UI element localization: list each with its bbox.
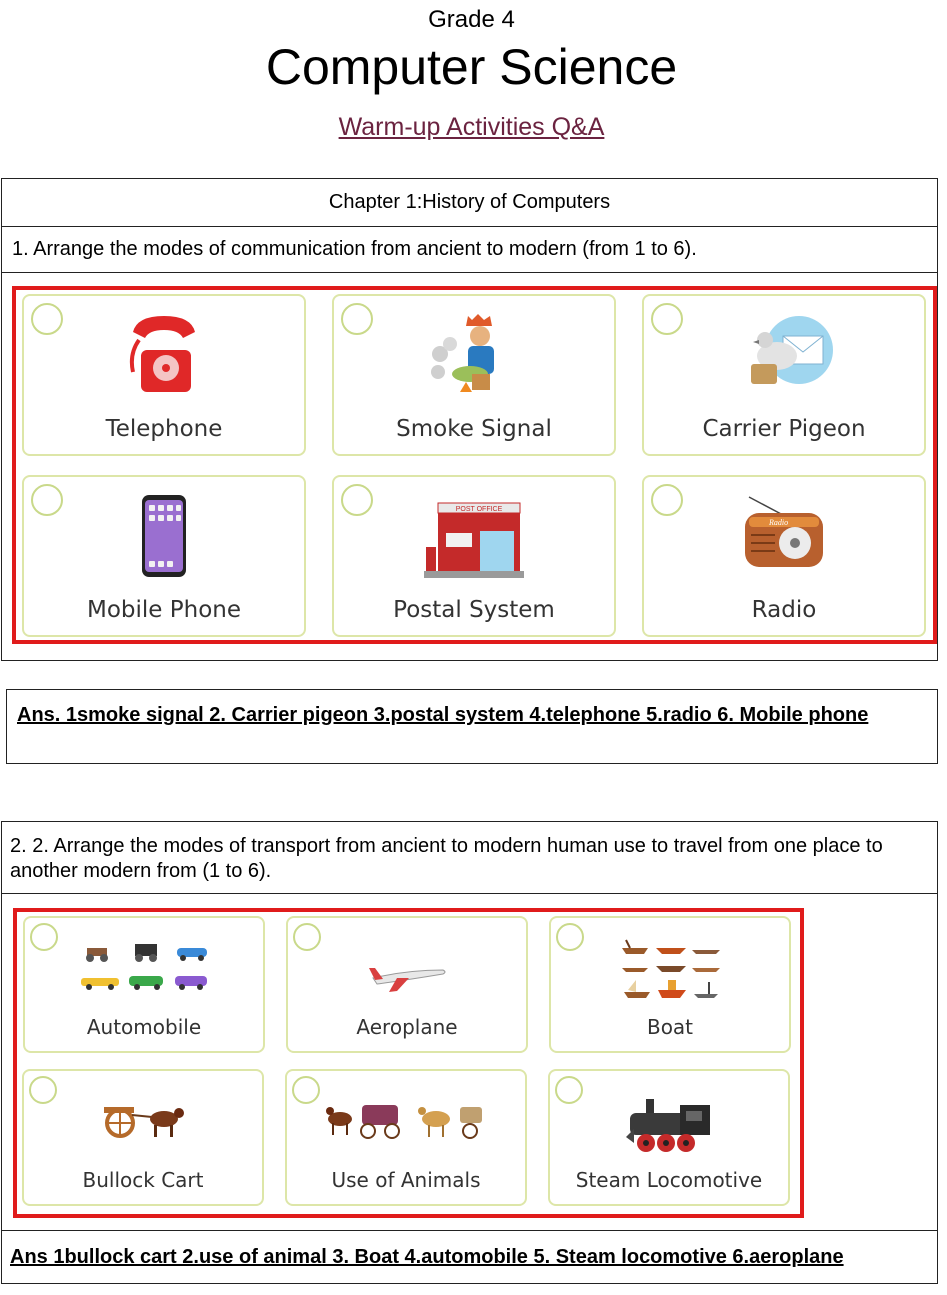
steam-locomotive-icon: [626, 1099, 710, 1152]
order-radio[interactable]: [292, 1076, 320, 1104]
card-carrier-pigeon[interactable]: Carrier Pigeon: [642, 294, 926, 456]
automobile-icon: [81, 944, 207, 990]
card-telephone[interactable]: Telephone: [22, 294, 306, 456]
order-radio[interactable]: [555, 1076, 583, 1104]
order-radio[interactable]: [651, 303, 683, 335]
warmup-link[interactable]: Warm-up Activities Q&A: [338, 113, 605, 141]
aeroplane-icon: [369, 968, 446, 992]
card-mobile-phone[interactable]: Mobile Phone: [22, 475, 306, 637]
grade-label: Grade 4: [428, 6, 515, 33]
order-radio[interactable]: [556, 923, 584, 951]
card-bullock-cart[interactable]: Bullock Cart: [22, 1069, 264, 1206]
chapter-title: Chapter 1:History of Computers: [328, 191, 611, 213]
bullock-cart-icon: [104, 1107, 184, 1138]
card-label: Carrier Pigeon: [702, 416, 866, 442]
card-aeroplane[interactable]: Aeroplane: [286, 916, 528, 1053]
divider: [2, 893, 937, 894]
card-automobile[interactable]: Automobile: [23, 916, 265, 1053]
card-label: Postal System: [393, 597, 555, 623]
page-title: Computer Science: [265, 39, 678, 95]
card-label: Aeroplane: [356, 1015, 458, 1039]
order-radio[interactable]: [651, 484, 683, 516]
card-label: Steam Locomotive: [575, 1168, 763, 1192]
card-label: Boat: [646, 1015, 694, 1039]
card-boat[interactable]: Boat: [549, 916, 791, 1053]
order-radio[interactable]: [30, 923, 58, 951]
answer-1: Ans. 1smoke signal 2. Carrier pigeon 3.p…: [17, 704, 869, 726]
transport-activity-frame: Automobile Aeroplane: [13, 908, 804, 1218]
communication-activity-frame: Telephone Smoke Signal: [12, 286, 937, 644]
section2-table: 2. 2. Arrange the modes of transport fro…: [1, 821, 938, 1284]
card-use-of-animals[interactable]: Use of Animals: [285, 1069, 527, 1206]
smoke-signal-icon: [431, 314, 494, 392]
divider: [2, 272, 937, 273]
post-office-sign: POST OFFICE: [456, 506, 503, 513]
order-radio[interactable]: [341, 484, 373, 516]
question-2: 2. 2. Arrange the modes of transport fro…: [10, 835, 883, 882]
answer-2: Ans 1bullock cart 2.use of animal 3. Boa…: [10, 1246, 844, 1268]
card-smoke-signal[interactable]: Smoke Signal: [332, 294, 616, 456]
card-label: Automobile: [86, 1015, 202, 1039]
card-label: Telephone: [105, 416, 223, 442]
carrier-pigeon-icon: [751, 316, 833, 384]
animals-icon: [326, 1105, 482, 1139]
question-1: 1. Arrange the modes of communication fr…: [12, 238, 697, 260]
boat-icon: [622, 939, 720, 998]
card-label: Use of Animals: [331, 1168, 481, 1192]
card-label: Radio: [751, 597, 817, 623]
mobile-phone-icon: [142, 495, 186, 577]
card-postal-system[interactable]: POST OFFICE Postal System: [332, 475, 616, 637]
radio-icon: Radio: [745, 496, 823, 567]
telephone-icon: [129, 316, 195, 392]
card-label: Mobile Phone: [86, 597, 241, 623]
post-office-icon: POST OFFICE: [424, 502, 524, 578]
card-radio[interactable]: Radio Radio: [642, 475, 926, 637]
order-radio[interactable]: [31, 484, 63, 516]
radio-brand: Radio: [768, 518, 788, 527]
divider: [2, 1230, 937, 1231]
order-radio[interactable]: [293, 923, 321, 951]
card-label: Smoke Signal: [396, 416, 552, 442]
divider: [2, 226, 937, 227]
answer-1-box: Ans. 1smoke signal 2. Carrier pigeon 3.p…: [6, 689, 938, 764]
card-label: Bullock Cart: [82, 1168, 204, 1192]
order-radio[interactable]: [341, 303, 373, 335]
order-radio[interactable]: [31, 303, 63, 335]
section1-table: Chapter 1:History of Computers 1. Arrang…: [1, 178, 938, 661]
order-radio[interactable]: [29, 1076, 57, 1104]
card-steam-locomotive[interactable]: Steam Locomotive: [548, 1069, 790, 1206]
